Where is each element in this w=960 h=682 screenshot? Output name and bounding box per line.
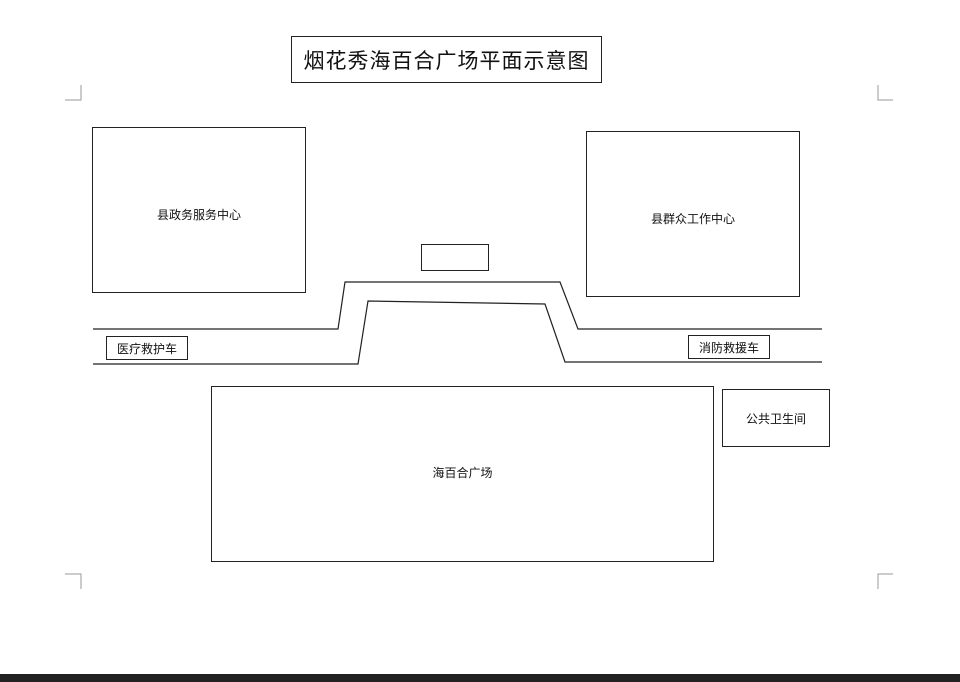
medical-vehicle-label: 医疗救护车 [106,336,188,360]
gov-service-center: 县政务服务中心 [92,127,306,293]
page-title: 烟花秀海百合广场平面示意图 [291,36,602,83]
plaza-area: 海百合广场 [211,386,714,562]
public-toilet: 公共卫生间 [722,389,830,447]
road-upper-edge [93,281,822,330]
fire-vehicle-label: 消防救援车 [688,335,770,359]
road-lower-edge [93,300,822,365]
crop-marks [65,85,893,589]
bottom-bar [0,674,960,682]
mass-work-center-label: 县群众工作中心 [650,212,735,226]
gov-service-center-label: 县政务服务中心 [156,208,241,222]
plaza-label: 海百合广场 [432,466,493,480]
mass-work-center: 县群众工作中心 [586,131,800,297]
stage-block [421,244,489,271]
